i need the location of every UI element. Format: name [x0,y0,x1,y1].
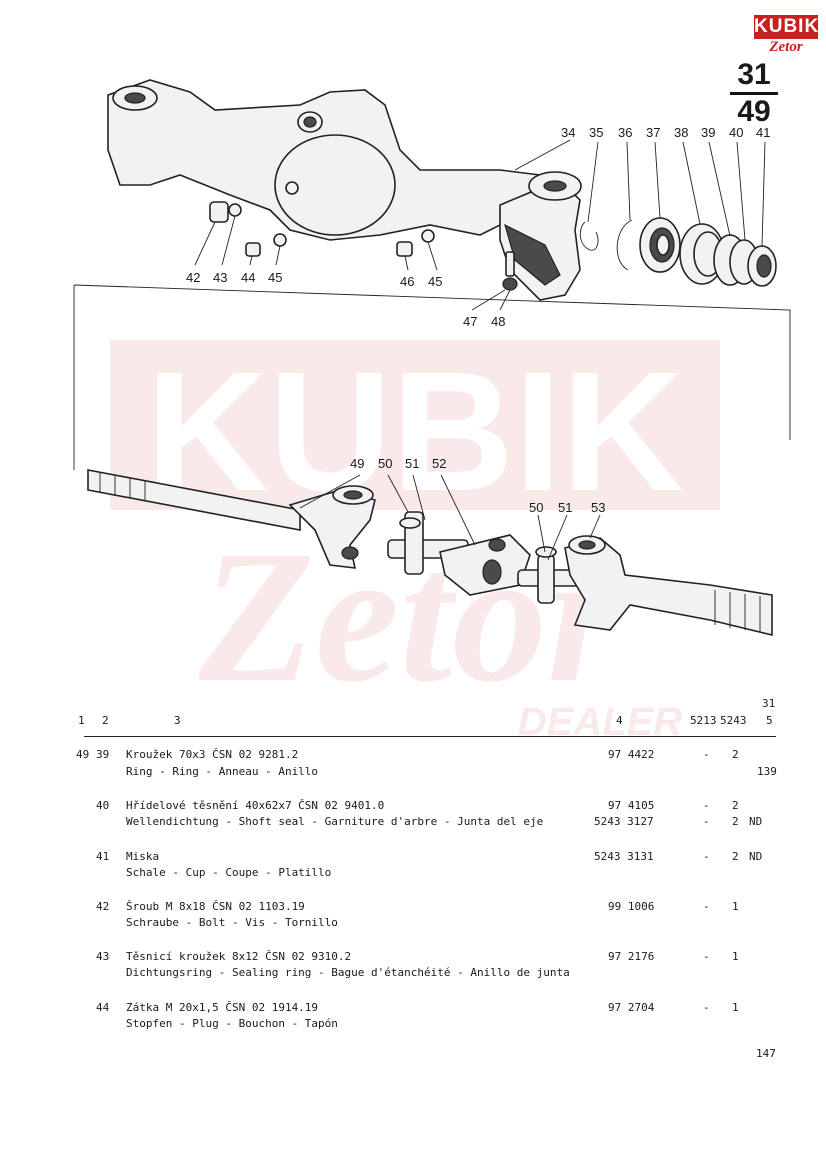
callout-39: 39 [701,125,715,140]
row-note: ND [749,850,763,863]
row-desc-translations: Schraube - Bolt - Vis - Tornillo [126,916,338,929]
header-col5-top: 31 [762,697,776,710]
row-desc-translations: Stopfen - Plug - Bouchon - Tapón [126,1017,338,1030]
row-qty-5213: - [703,799,710,812]
row-desc-translations: Dichtungsring - Sealing ring - Bague d'é… [126,966,570,979]
row-part-number: 97 2176 [608,950,655,963]
callout-52: 52 [432,456,446,471]
row-qty-5213: - [703,850,710,863]
row-note: ND [749,815,763,828]
leader-lines [194,139,766,561]
callout-51: 51 [405,456,419,471]
row-desc-translations: Ring - Ring - Anneau - Anillo [126,765,319,778]
header-col3: 3 [174,714,181,727]
callout-53: 53 [591,500,605,515]
callout-46: 46 [400,274,414,289]
row-pos2: 43 [96,950,110,963]
page-reference: 31 49 [730,60,778,127]
row-part-number: 97 2704 [608,1001,655,1014]
callout-34: 34 [561,125,575,140]
callout-labels: 34 35 36 37 38 39 40 41 42 43 44 45 46 4… [186,125,770,515]
callout-36: 36 [618,125,632,140]
header-col4: 4 [616,714,623,727]
row-desc-translations: Schale - Cup - Coupe - Platillo [126,866,332,879]
row-desc: Hřídelové těsnění 40x62x7 ČSN 02 9401.0 [126,799,385,812]
row-qty-5213: - [703,1001,710,1014]
callout-50: 50 [378,456,392,471]
row-qty-5243: 1 [732,950,739,963]
callout-38: 38 [674,125,688,140]
header-col1: 1 [78,714,85,727]
row-qty-5243: 2 [732,850,739,863]
page-ref-bottom: 49 [737,95,771,128]
page-number: 147 [756,1047,776,1060]
callout-47: 47 [463,314,477,329]
row-part-number: 5243 3131 [594,850,654,863]
callout-44: 44 [241,270,255,285]
page-ref-divider [730,92,778,95]
row-desc: Těsnicí kroužek 8x12 ČSN 02 9310.2 [126,950,352,963]
row-qty-5243: 1 [732,1001,739,1014]
callout-42: 42 [186,270,200,285]
row-pos2: 40 [96,799,110,812]
drive-shaft-assembly [87,469,773,637]
row-pos2: 42 [96,900,110,913]
page-ref-top: 31 [737,58,771,91]
row-qty-5213: - [703,900,710,913]
row-desc-translations: Wellendichtung - Shoft seal - Garniture … [126,815,544,828]
row-qty-5243: 1 [732,900,739,913]
watermark-dealer: DEALER [518,700,683,740]
row-qty-5243: 2 [732,748,739,761]
callout-41: 41 [756,125,770,140]
row-note: 139 [757,765,777,778]
row-qty-5243-alt: 2 [732,815,739,828]
row-qty-5213: - [703,748,710,761]
watermark: KUBIK Zetor DEALER [110,340,720,740]
header-rule [84,736,776,737]
row-pos2: 39 [96,748,110,761]
header-col5: 5 [766,714,773,727]
watermark-brand: KUBIK [146,340,684,527]
callout-35: 35 [589,125,603,140]
row-desc: Zátka M 20x1,5 ČSN 02 1914.19 [126,1001,319,1014]
callout-45b: 45 [428,274,442,289]
exploded-parts-diagram: 34 35 36 37 38 39 40 41 42 43 44 45 46 4… [73,79,791,637]
callout-40: 40 [729,125,743,140]
row-qty-5213-alt: - [703,815,710,828]
logo-brand: KUBIK [754,15,820,39]
row-qty-5243: 2 [732,799,739,812]
callout-45: 45 [268,270,282,285]
callout-43: 43 [213,270,227,285]
upper-small-parts [209,201,777,291]
row-pos2: 44 [96,1001,110,1014]
header-type2: 5243 [720,714,747,727]
brand-logo: KUBIK Zetor [754,15,818,59]
row-part-number: 97 4422 [608,748,655,761]
row-pos1: 49 [76,748,90,761]
callout-37: 37 [646,125,660,140]
callout-50b: 50 [529,500,543,515]
row-part-number: 99 1006 [608,900,655,913]
logo-sub: Zetor [769,39,803,55]
row-part-number-alt: 5243 3127 [594,815,654,828]
axle-housing [107,79,582,301]
row-desc: Kroužek 70x3 ČSN 02 9281.2 [126,748,299,761]
row-part-number: 97 4105 [608,799,655,812]
row-qty-5213: - [703,950,710,963]
row-desc: Šroub M 8x18 ČSN 02 1103.19 [126,900,305,913]
row-desc: Miska [126,850,160,863]
header-type1: 5213 [690,714,717,727]
callout-49: 49 [350,456,364,471]
callout-51b: 51 [558,500,572,515]
row-pos2: 41 [96,850,110,863]
callout-48: 48 [491,314,505,329]
header-col2: 2 [102,714,109,727]
